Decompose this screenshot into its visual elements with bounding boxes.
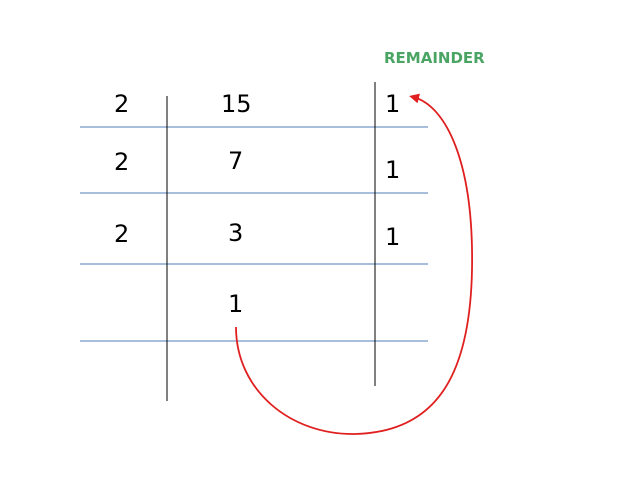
value-cell: 1 [228, 290, 244, 318]
divisor-cell: 2 [114, 90, 130, 118]
remainder-column-header: REMAINDER [384, 49, 485, 67]
divisor-cell: 2 [114, 220, 130, 248]
value-cell: 15 [221, 90, 252, 118]
remainder-cell: 1 [385, 223, 401, 251]
reading-direction-arrow [235, 93, 473, 435]
value-cell: 3 [228, 219, 244, 247]
value-cell: 7 [228, 147, 244, 175]
remainder-cell: 1 [385, 90, 401, 118]
remainder-cell: 1 [385, 156, 401, 184]
divisor-cell: 2 [114, 148, 130, 176]
